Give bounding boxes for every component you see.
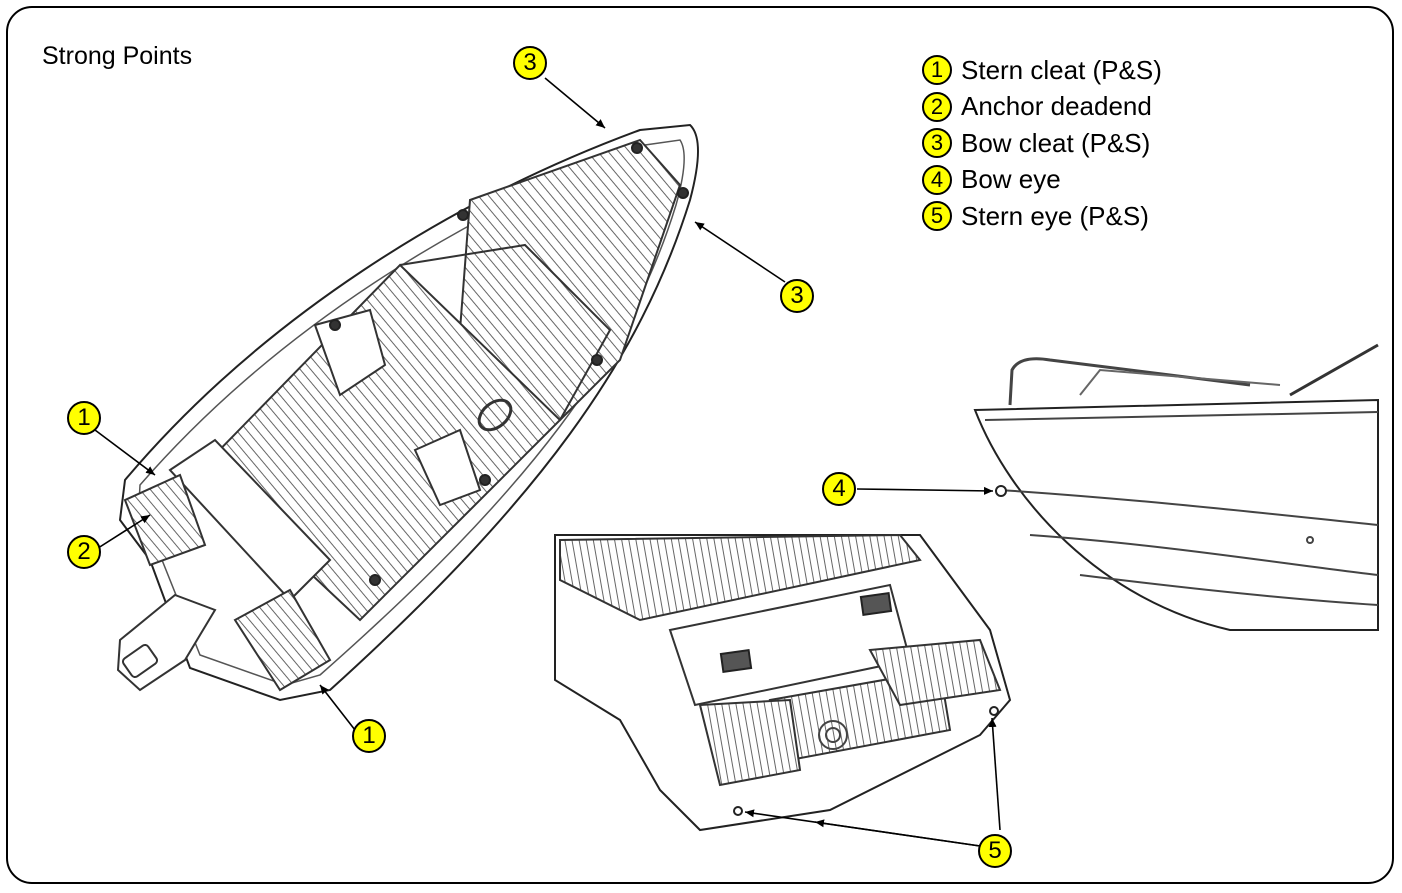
leader-stern-eye-right [988, 717, 1001, 831]
legend-label-2: Anchor deadend [961, 91, 1152, 122]
bow-hull [973, 398, 1379, 631]
diagram-frame [6, 6, 1394, 884]
bow-windshield-edge [1289, 343, 1379, 397]
legend-badge-3: 3 [922, 128, 952, 159]
legend-label-1: Stern cleat (P&S) [961, 54, 1162, 85]
fitting [457, 209, 469, 221]
stern-upper-deck [559, 533, 922, 622]
bow-rub-rail [984, 411, 1379, 421]
callout-bow-eye: 4 [822, 472, 856, 506]
vent-left [719, 649, 753, 673]
stern-step-right [868, 638, 1002, 707]
callout-stern-cleat-port: 1 [67, 401, 101, 435]
leader-anchor-deadend [94, 514, 151, 551]
legend-item-anchor-deadend: 2 Anchor deadend [922, 89, 1162, 126]
stern-eye-right [989, 706, 999, 716]
bow-chine-2 [1029, 534, 1379, 576]
bow-chine-3 [1079, 574, 1379, 606]
legend-item-stern-cleat: 1 Stern cleat (P&S) [922, 52, 1162, 89]
fitting [631, 142, 643, 154]
fitting [329, 319, 341, 331]
legend-badge-2: 2 [922, 91, 952, 122]
motor-cowling [121, 643, 159, 679]
bow-eye-ring [995, 485, 1007, 497]
legend-badge-1: 1 [922, 55, 952, 86]
leader-bow-cleat-stbd [694, 221, 786, 283]
stern-platform-left [123, 473, 207, 567]
legend-item-bow-eye: 4 Bow eye [922, 162, 1162, 199]
drain-inner [825, 727, 841, 743]
seat-front [313, 308, 387, 397]
callout-anchor-deadend: 2 [67, 535, 101, 569]
stern-platform-right [233, 588, 332, 692]
legend-item-bow-cleat: 3 Bow cleat (P&S) [922, 125, 1162, 162]
boat-top-view [116, 123, 699, 702]
hull-fitting [1306, 536, 1314, 544]
legend-label-4: Bow eye [961, 164, 1061, 195]
legend-label-5: Stern eye (P&S) [961, 200, 1149, 231]
callout-leaders [94, 77, 1001, 847]
seat-rear [413, 428, 482, 507]
leader-stern-eye-mid [814, 819, 981, 847]
bow-chine-1 [999, 489, 1379, 526]
fitting [591, 354, 603, 366]
steering-wheel [477, 398, 513, 432]
legend-badge-5: 5 [922, 201, 952, 232]
leader-stern-cleat-stbd [319, 684, 356, 731]
callout-bow-cleat-port: 3 [513, 46, 547, 80]
windshield [399, 243, 612, 421]
fitting [479, 474, 491, 486]
callout-stern-cleat-stbd: 1 [352, 719, 386, 753]
bow-side-view [973, 343, 1379, 631]
leader-bow-cleat-port [544, 77, 606, 129]
bow-rail [1008, 357, 1251, 406]
stern-view [554, 533, 1012, 832]
leader-stern-cleat-port [94, 429, 156, 476]
legend-item-stern-eye: 5 Stern eye (P&S) [922, 198, 1162, 235]
callout-bow-cleat-stbd: 3 [780, 279, 814, 313]
callout-stern-eye: 5 [978, 834, 1012, 868]
stern-step-left [698, 698, 802, 787]
legend-badge-4: 4 [922, 164, 952, 195]
stern-eye-left [733, 806, 743, 816]
bow-rail-2 [1079, 368, 1281, 396]
fitting [677, 187, 689, 199]
drain [818, 720, 848, 750]
vent-right [859, 592, 893, 616]
leader-bow-eye [856, 486, 994, 495]
rear-bench [168, 438, 332, 602]
legend: 1 Stern cleat (P&S) 2 Anchor deadend 3 B… [922, 52, 1162, 235]
fitting [369, 574, 381, 586]
legend-label-3: Bow cleat (P&S) [961, 127, 1151, 158]
diagram-title: Strong Points [42, 42, 193, 70]
hull-gunwale [137, 139, 685, 686]
